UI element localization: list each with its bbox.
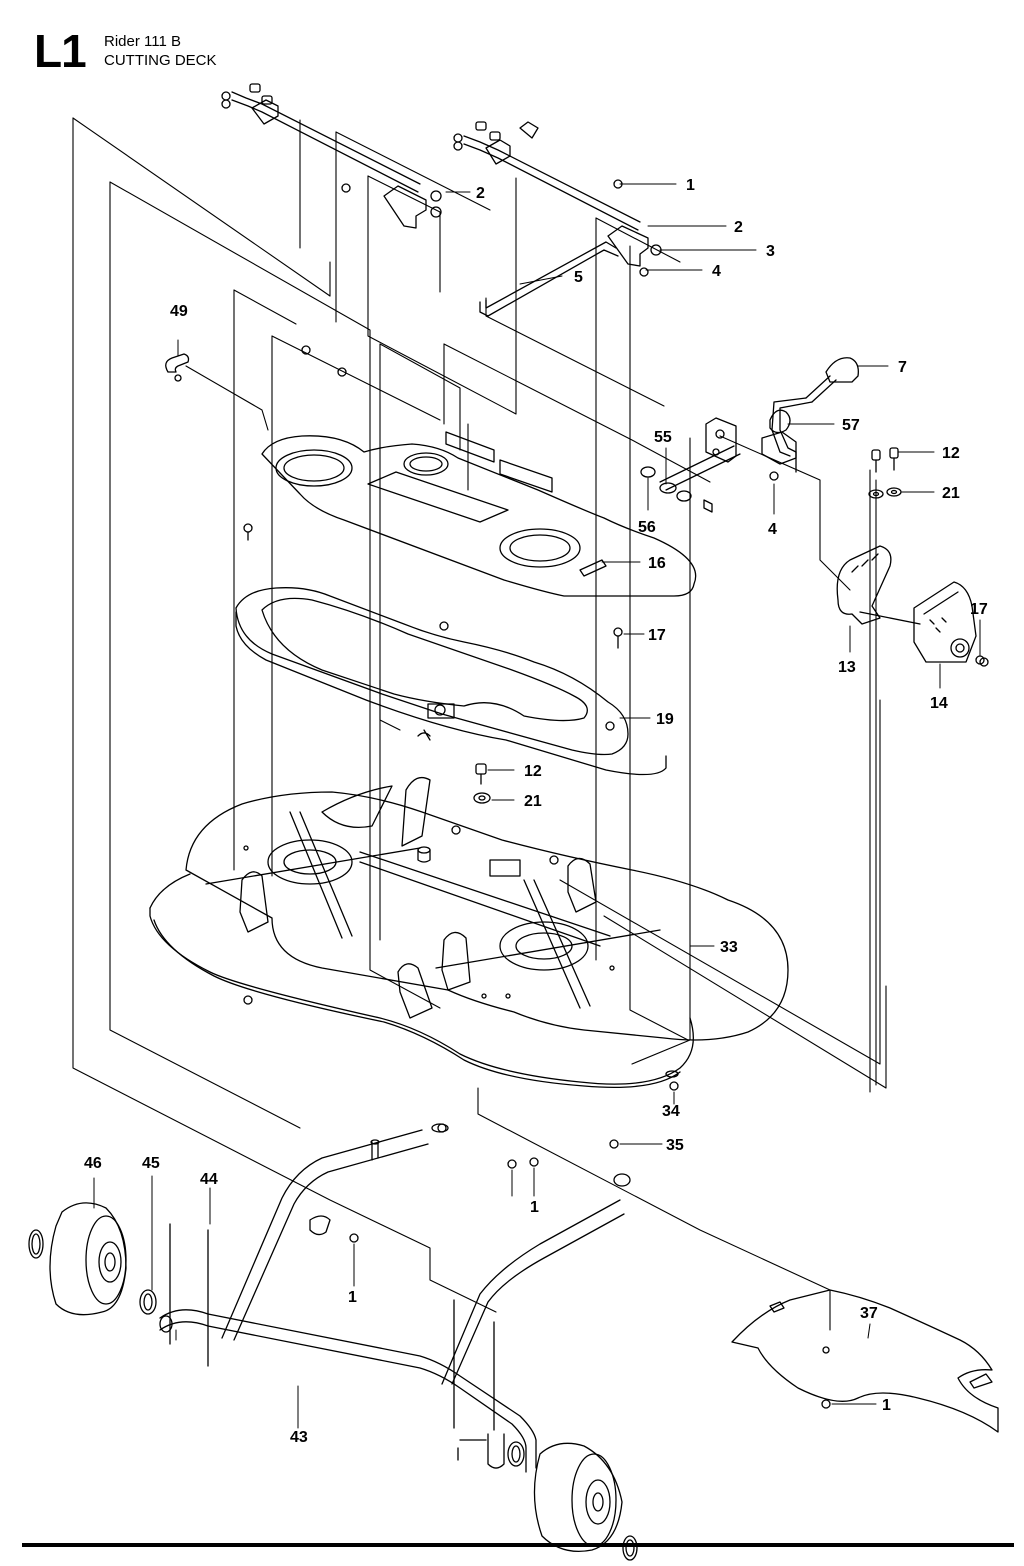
callout-13: 13 <box>838 659 856 676</box>
callout-7: 7 <box>898 359 907 376</box>
callout-4: 4 <box>768 521 777 538</box>
callout-33: 33 <box>720 939 738 956</box>
callout-1: 1 <box>882 1397 891 1414</box>
callout-21: 21 <box>524 793 542 810</box>
bolt-12 <box>475 447 899 785</box>
rear-lift-rod <box>221 83 442 229</box>
wheel-46-left <box>28 1202 157 1316</box>
callout-37: 37 <box>860 1305 878 1322</box>
callout-55: 55 <box>654 429 672 446</box>
section-title: CUTTING DECK <box>104 52 217 69</box>
section-code: L1 <box>34 25 87 77</box>
washer-21 <box>473 487 902 804</box>
height-lever-7 <box>761 357 859 473</box>
callout-21: 21 <box>942 485 960 502</box>
nut <box>301 345 311 355</box>
callout-1: 1 <box>348 1289 357 1306</box>
callout-46: 46 <box>84 1155 102 1172</box>
front-axle-43 <box>159 1123 631 1473</box>
callout-5: 5 <box>574 269 583 286</box>
nut <box>337 367 347 377</box>
callout-2: 2 <box>476 185 485 202</box>
wheel-46-right <box>507 1441 638 1561</box>
callout-labels: 1 2 2 3 4 5 49 7 57 55 12 21 56 4 16 17 … <box>84 177 988 1446</box>
link-rod-5 <box>479 241 619 317</box>
callout-12: 12 <box>524 763 542 780</box>
belt-cover-16 <box>261 431 697 597</box>
callout-2: 2 <box>734 219 743 236</box>
callout-56: 56 <box>638 519 656 536</box>
height-adjuster-14 <box>913 581 985 665</box>
callout-44: 44 <box>200 1171 218 1188</box>
callout-12: 12 <box>942 445 960 462</box>
cutting-deck-33 <box>149 729 789 1088</box>
height-bracket-13 <box>836 545 921 625</box>
callout-43: 43 <box>290 1429 308 1446</box>
callout-34: 34 <box>662 1103 680 1120</box>
assembly-guide-lines <box>72 117 887 1331</box>
callout-17: 17 <box>970 601 988 618</box>
callout-19: 19 <box>656 711 674 728</box>
callout-4: 4 <box>712 263 721 280</box>
callout-45: 45 <box>142 1155 160 1172</box>
deck-guard-37 <box>731 1289 999 1433</box>
front-lift-rod <box>453 121 662 277</box>
callout-14: 14 <box>930 695 948 712</box>
callout-16: 16 <box>648 555 666 572</box>
callout-1: 1 <box>686 177 695 194</box>
callout-3: 3 <box>766 243 775 260</box>
callout-leaders <box>93 183 981 1429</box>
callout-17: 17 <box>648 627 666 644</box>
callout-49: 49 <box>170 303 188 320</box>
callout-1: 1 <box>530 1199 539 1216</box>
callout-35: 35 <box>666 1137 684 1154</box>
hook-49 <box>165 353 190 382</box>
deck-frame-19 <box>235 587 667 776</box>
footer-rule <box>22 1543 1014 1547</box>
model-name: Rider 111 B <box>104 33 181 50</box>
callout-57: 57 <box>842 417 860 434</box>
pivot-bracket-55 <box>640 417 779 513</box>
